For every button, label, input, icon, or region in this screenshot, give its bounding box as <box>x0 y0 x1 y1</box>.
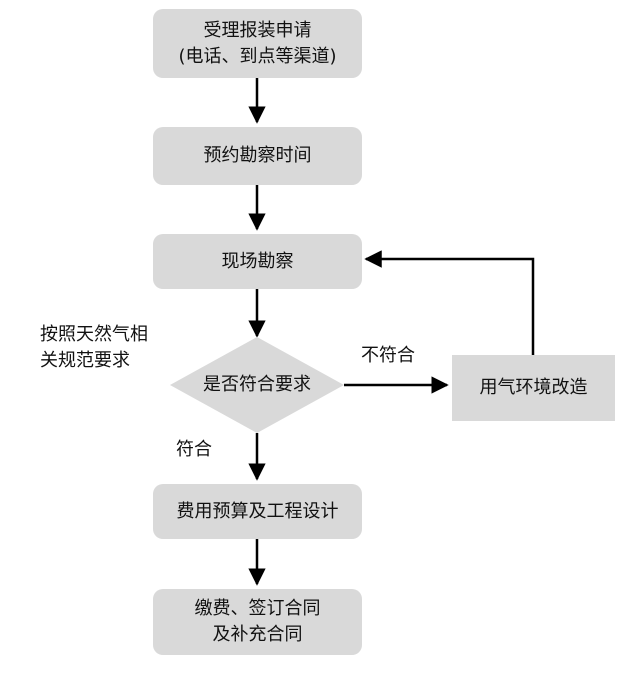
node-gas-renovation-label: 用气环境改造 <box>479 377 588 398</box>
standard-note-line2: 关规范要求 <box>40 350 130 371</box>
node-payment-contract: 缴费、签订合同 及补充合同 <box>153 589 362 655</box>
node-site-survey: 现场勘察 <box>153 234 362 289</box>
node-budget-design-label: 费用预算及工程设计 <box>176 500 339 522</box>
arrow-renovation-to-survey <box>364 250 535 355</box>
node-payment-contract-line1: 缴费、签订合同 <box>194 598 321 619</box>
standard-note-line1: 按照天然气相 <box>40 324 148 345</box>
node-payment-contract-line2: 及补充合同 <box>212 624 303 645</box>
node-schedule-survey-label: 预约勘察时间 <box>203 145 312 166</box>
node-accept-application-line1: 受理报装申请 <box>203 19 312 41</box>
not-compliant-label: 不符合 <box>361 345 415 366</box>
node-accept-application: 受理报装申请 (电话、到点等渠道) <box>153 9 362 78</box>
compliant-label: 符合 <box>176 439 212 460</box>
node-schedule-survey: 预约勘察时间 <box>153 127 362 185</box>
decision-label: 是否符合要求 <box>203 374 311 395</box>
node-budget-design: 费用预算及工程设计 <box>153 484 362 539</box>
node-accept-application-line2: (电话、到点等渠道) <box>178 45 337 67</box>
decision-diamond <box>170 337 344 433</box>
node-site-survey-label: 现场勘察 <box>221 250 294 272</box>
node-gas-renovation: 用气环境改造 <box>452 355 615 421</box>
standard-note: 按照天然气相 关规范要求 <box>40 322 148 374</box>
